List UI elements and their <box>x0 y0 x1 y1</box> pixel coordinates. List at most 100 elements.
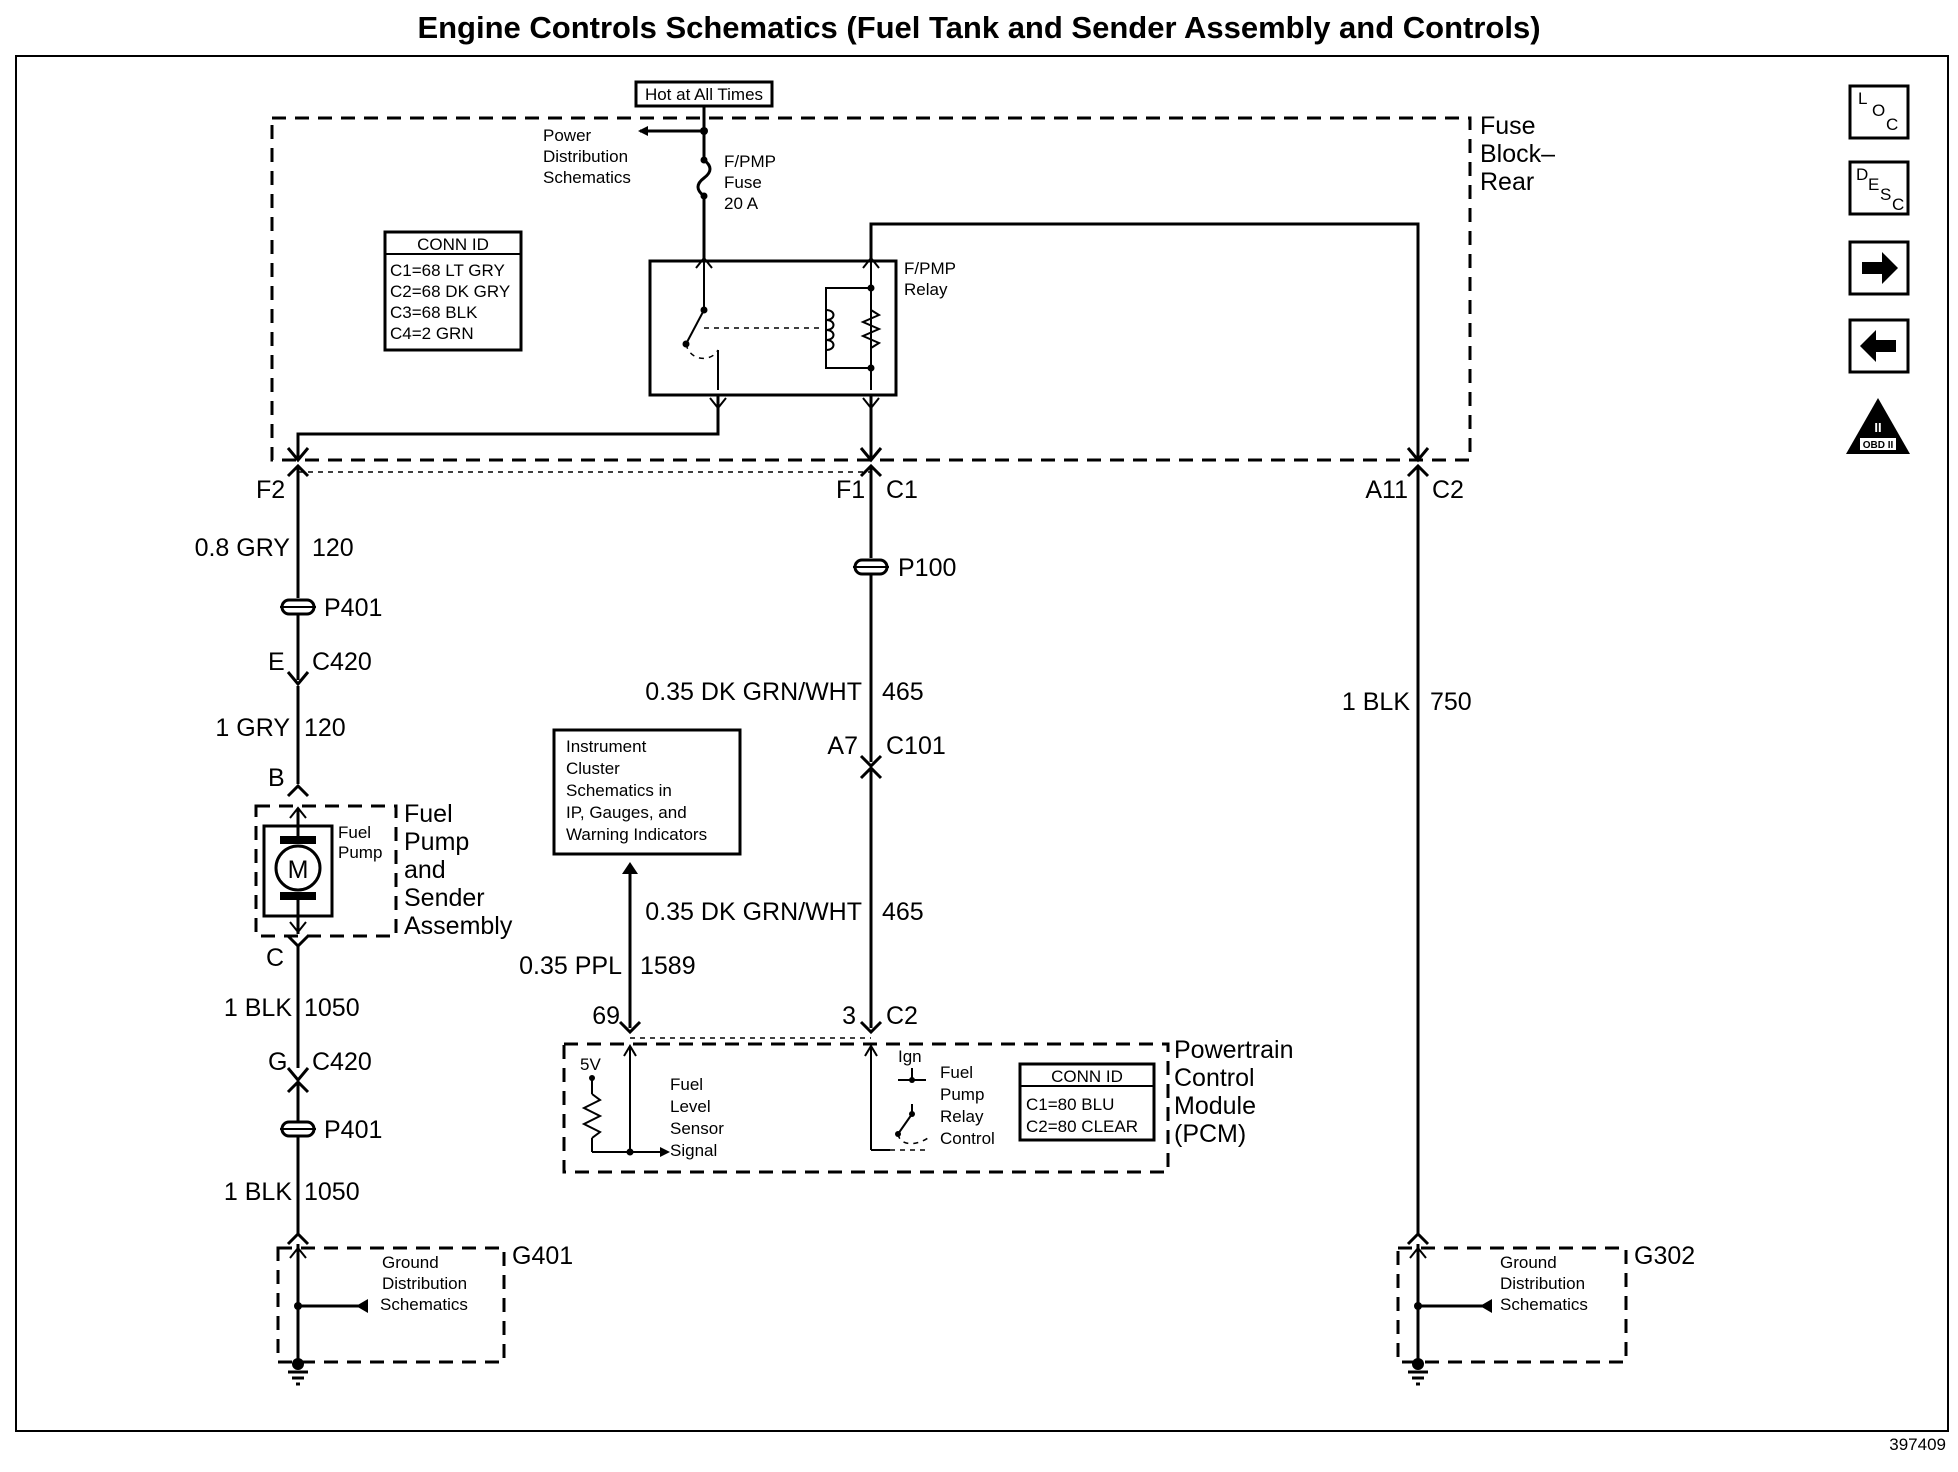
desc-s: S <box>1880 185 1891 204</box>
pcm-name-3: Module <box>1174 1092 1256 1120</box>
terminal-f1: F1 <box>836 476 865 504</box>
wire-circuit-label: 465 <box>882 898 924 926</box>
fuse-icon <box>696 156 712 200</box>
wire-color-label: 0.35 DK GRN/WHT <box>645 898 862 926</box>
connector-c420: C420 <box>312 648 372 676</box>
splice-label: P100 <box>898 554 956 582</box>
ground-dist-line-3: Schematics <box>1500 1295 1588 1314</box>
figure-id: 397409 <box>1889 1435 1946 1454</box>
wire-circuit-label: 1050 <box>304 994 360 1022</box>
pcm-name-4: (PCM) <box>1174 1120 1246 1148</box>
relay-switch-contact <box>685 309 705 345</box>
fuse-block-rear: Fuse Block– Rear Hot at All Times Power … <box>270 80 1555 463</box>
power-dist-line-1: Power <box>543 126 592 145</box>
terminal-a7: A7 <box>827 732 858 760</box>
motor-symbol: M <box>288 856 309 884</box>
fuel-pump-name-4: Sender <box>404 884 485 912</box>
pcm-driver-switch <box>897 1113 913 1135</box>
fuel-pump-assembly-boundary <box>254 804 398 938</box>
splice-p100 <box>853 558 889 576</box>
loc-c: C <box>1886 115 1898 134</box>
next-page-button[interactable] <box>1848 240 1910 296</box>
power-dist-line-2: Distribution <box>543 147 628 166</box>
wire-circuit-label: 465 <box>882 678 924 706</box>
description-button[interactable]: D E S C <box>1848 160 1910 216</box>
conn-id-row: C3=68 BLK <box>390 303 478 322</box>
wire-color-label: 0.8 GRY <box>195 534 291 562</box>
instrument-cluster-line-1: Instrument <box>566 737 647 756</box>
wire-color-label: 1 BLK <box>224 1178 292 1206</box>
fuel-pump-name-2: Pump <box>404 828 469 856</box>
pcm-5v-label: 5V <box>580 1055 601 1074</box>
wire-color-label: 0.35 DK GRN/WHT <box>645 678 862 706</box>
desc-c: C <box>1892 195 1904 214</box>
wire-circuit-label: 120 <box>312 534 354 562</box>
arrow-left-icon <box>1860 330 1896 362</box>
splice-p401-bottom <box>280 1120 316 1138</box>
arrow-right-icon <box>1862 252 1898 284</box>
terminal-e: E <box>268 648 285 676</box>
relay-resistor-icon <box>860 309 882 349</box>
ground-g401: G401 Ground Distribution Schematics <box>276 1242 573 1386</box>
fuse-block-name-1: Fuse <box>1480 112 1536 140</box>
fuel-level-sensor-3: Sensor <box>670 1119 724 1138</box>
fuel-pump-name-5: Assembly <box>404 912 513 940</box>
obd-roman: II <box>1874 420 1881 435</box>
fuel-level-sensor-1: Fuel <box>670 1075 703 1094</box>
ground-dist-line-1: Ground <box>1500 1253 1557 1272</box>
relay-label-1: F/PMP <box>904 259 956 278</box>
wire-color-label: 1 BLK <box>1342 688 1410 716</box>
instrument-cluster-line-2: Cluster <box>566 759 620 778</box>
wire-color-label: 1 GRY <box>215 714 290 742</box>
terminal-g: G <box>268 1048 287 1076</box>
instrument-cluster-arrow <box>622 862 638 874</box>
fuel-pump-name-1: Fuel <box>404 800 453 828</box>
page-title: Engine Controls Schematics (Fuel Tank an… <box>417 10 1540 45</box>
fuel-level-sensor-4: Signal <box>670 1141 717 1160</box>
ground-symbol-icon <box>288 1358 308 1386</box>
pcm-conn-id-table: CONN ID C1=80 BLU C2=80 CLEAR <box>1018 1062 1156 1142</box>
previous-page-button[interactable] <box>1848 318 1910 374</box>
relay-coil-icon <box>825 309 835 351</box>
ground-dist-line-3: Schematics <box>380 1295 468 1314</box>
terminal-c: C <box>266 944 284 972</box>
splice-label: P401 <box>324 594 382 622</box>
pullup-resistor-icon <box>581 1093 603 1139</box>
fuse-block-name-3: Rear <box>1480 168 1534 196</box>
relay-control-4: Control <box>940 1129 995 1148</box>
ground-g302: G302 Ground Distribution Schematics <box>1396 1242 1695 1386</box>
fuse-label-2: Fuse <box>724 173 762 192</box>
pcm-conn-id-row: C2=80 CLEAR <box>1026 1117 1138 1136</box>
wire-circuit-label: 1050 <box>304 1178 360 1206</box>
obd-ii-button[interactable]: II OBD II <box>1846 398 1910 454</box>
power-dist-line-3: Schematics <box>543 168 631 187</box>
desc-d: D <box>1856 165 1868 184</box>
fuel-pump-inner-2: Pump <box>338 843 382 862</box>
hot-at-all-times-label: Hot at All Times <box>645 85 763 104</box>
pcm-pin-69: 69 <box>592 1002 620 1030</box>
ground-dist-line-2: Distribution <box>1500 1274 1585 1293</box>
obd-label: OBD II <box>1863 440 1894 451</box>
instrument-cluster-line-3: Schematics in <box>566 781 672 800</box>
wire-circuit-label: 750 <box>1430 688 1472 716</box>
pcm-pin-3: 3 <box>842 1002 856 1030</box>
pcm-name-1: Powertrain <box>1174 1036 1294 1064</box>
fuel-pump-circuit: F2 0.8 GRY 120 P401 E C420 1 GRY 120 B M <box>195 463 513 1246</box>
instrument-cluster-line-4: IP, Gauges, and <box>566 803 687 822</box>
fuse-label-1: F/PMP <box>724 152 776 171</box>
splice-p401-top <box>280 598 316 616</box>
relay-control-3: Relay <box>940 1107 984 1126</box>
connector-c101: C101 <box>886 732 946 760</box>
ground-g401-label: G401 <box>512 1242 573 1270</box>
desc-e: E <box>1868 175 1879 194</box>
fuse-block-conn-id-table: CONN ID C1=68 LT GRY C2=68 DK GRY C3=68 … <box>383 230 523 352</box>
conn-id-row: C1=68 LT GRY <box>390 261 505 280</box>
fuel-pump-motor-icon: M <box>274 836 322 900</box>
instrument-cluster-reference: Instrument Cluster Schematics in IP, Gau… <box>552 728 742 856</box>
wire-color-label: 0.35 PPL <box>519 952 622 980</box>
fuel-pump-relay-control-circuit: F1 C1 P100 0.35 DK GRN/WHT 465 A7 C101 0… <box>645 463 956 1035</box>
relay-control-1: Fuel <box>940 1063 973 1082</box>
terminal-f2: F2 <box>256 476 285 504</box>
location-button[interactable]: L O C <box>1848 84 1910 140</box>
instrument-cluster-line-5: Warning Indicators <box>566 825 707 844</box>
